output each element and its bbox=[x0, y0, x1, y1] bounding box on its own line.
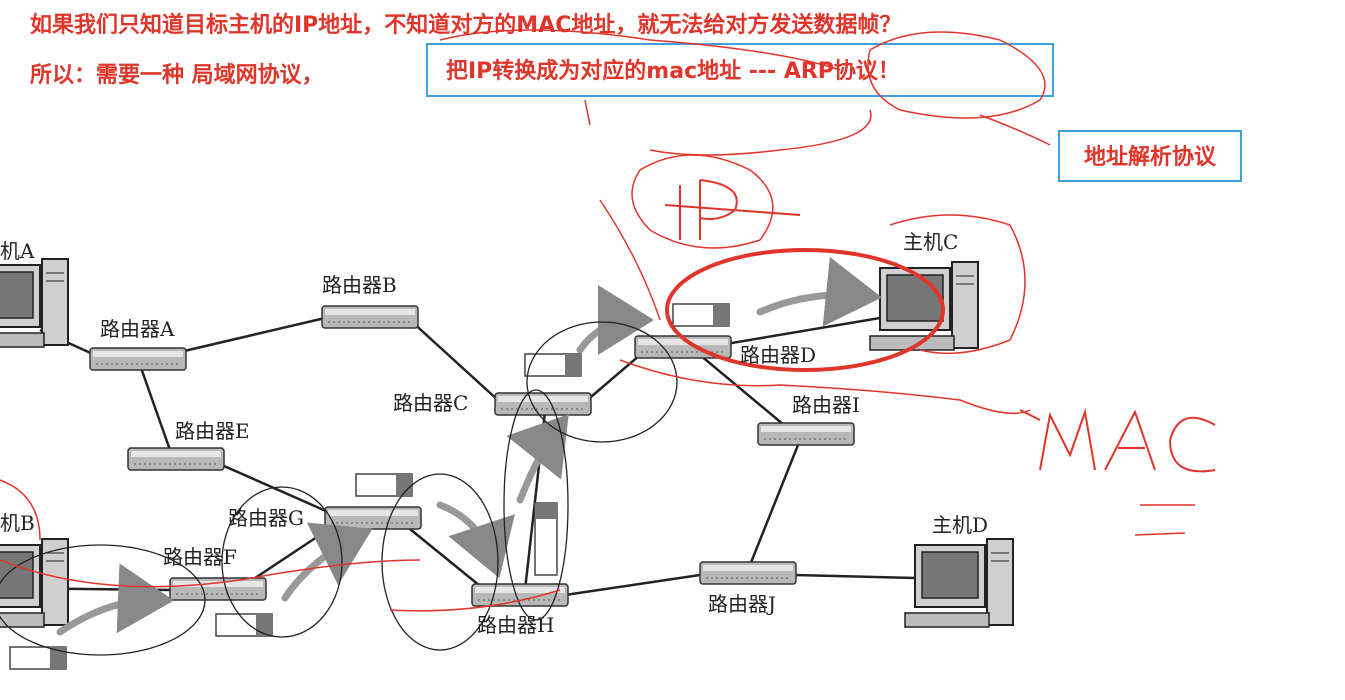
router-e bbox=[127, 447, 225, 471]
red-scribbles bbox=[0, 29, 1195, 612]
host-b-computer bbox=[0, 538, 69, 628]
router-d-label: 路由器D bbox=[740, 343, 816, 367]
router-i bbox=[757, 422, 855, 446]
router-a-label: 路由器A bbox=[100, 317, 175, 341]
hand-circles bbox=[0, 321, 678, 656]
router-f bbox=[169, 577, 267, 601]
router-b bbox=[321, 305, 419, 329]
host-c-computer bbox=[869, 261, 979, 351]
address-resolution-box: 地址解析协议 bbox=[1058, 130, 1242, 182]
host-a-label: 机A bbox=[0, 239, 35, 263]
packet bbox=[672, 303, 730, 327]
question-line: 如果我们只知道目标主机的IP地址，不知道对方的MAC地址，就无法给对方发送数据帧… bbox=[30, 13, 902, 38]
router-g bbox=[324, 506, 422, 530]
router-i-label: 路由器I bbox=[792, 393, 860, 417]
router-h-label: 路由器H bbox=[477, 613, 554, 637]
host-a-computer bbox=[0, 258, 69, 348]
router-c-label: 路由器C bbox=[393, 391, 468, 415]
router-b-label: 路由器B bbox=[322, 273, 397, 297]
router-j bbox=[699, 561, 797, 585]
router-a bbox=[89, 347, 187, 371]
answer-line: 所以：需要一种 局域网协议， bbox=[30, 63, 324, 88]
red-highlight-ellipse bbox=[665, 248, 945, 372]
router-f-label: 路由器F bbox=[163, 545, 237, 569]
host-d-computer bbox=[904, 538, 1014, 628]
packet-vertical bbox=[534, 502, 558, 576]
router-g-label: 路由器G bbox=[228, 506, 304, 530]
mac-scribble bbox=[1019, 408, 1216, 473]
host-d-label: 主机D bbox=[932, 513, 988, 537]
flow-arrows bbox=[56, 256, 882, 636]
router-e-label: 路由器E bbox=[175, 419, 250, 443]
packet bbox=[215, 613, 273, 637]
arp-highlight-box: 把IP转换成为对应的mac地址 --- ARP协议！ bbox=[426, 43, 1054, 97]
host-c-label: 主机C bbox=[903, 230, 958, 254]
router-c bbox=[494, 392, 592, 416]
host-b-label: 机B bbox=[0, 511, 35, 535]
router-j-label: 路由器J bbox=[708, 592, 776, 616]
ip-scribble bbox=[664, 179, 801, 240]
